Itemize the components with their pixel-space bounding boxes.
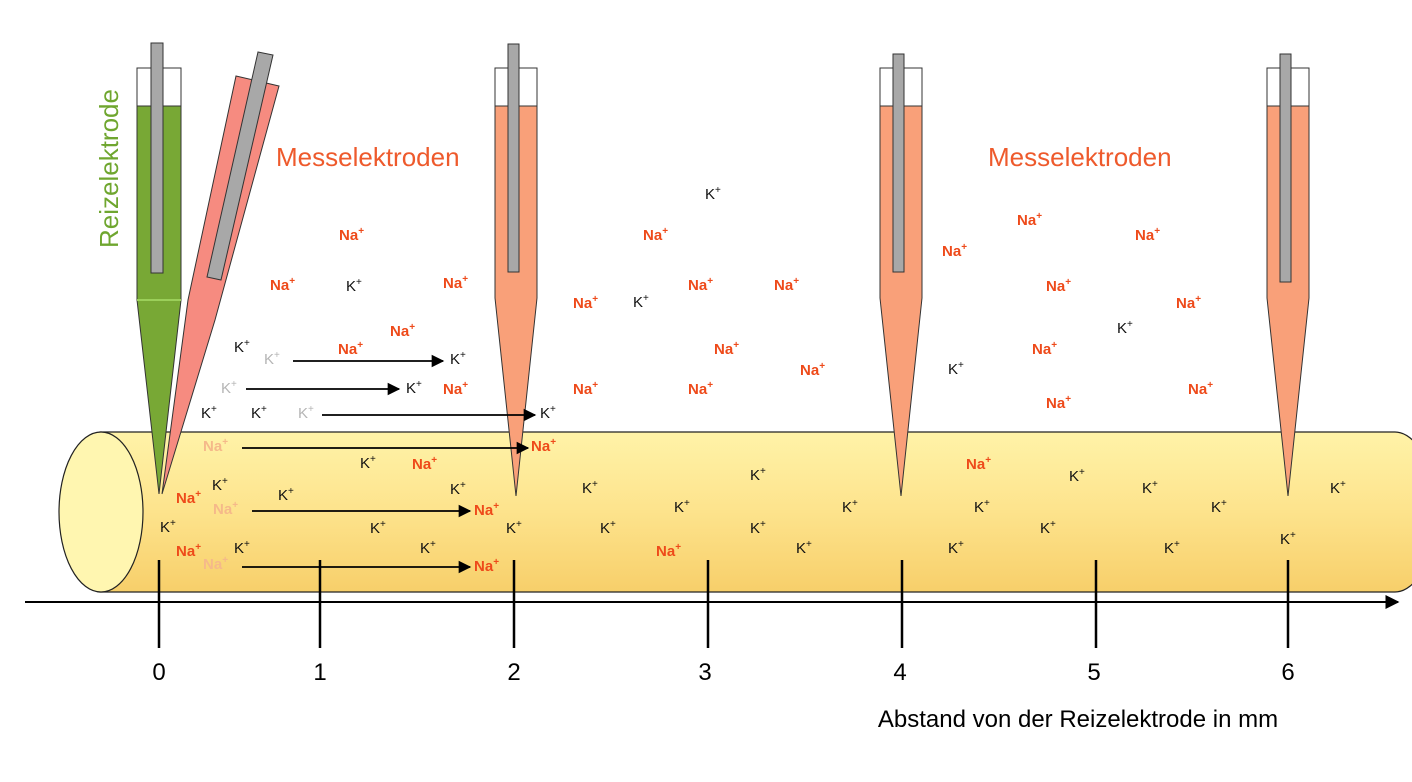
- tick-label-2: 2: [507, 659, 520, 686]
- axis-ticks: [157, 560, 1290, 648]
- k-ion: K+: [600, 519, 616, 537]
- na-ion: Na+: [1032, 340, 1057, 358]
- k-ion-faded: K+: [298, 404, 314, 422]
- tick-label-5: 5: [1087, 659, 1100, 686]
- k-ion: K+: [1117, 319, 1133, 337]
- k-ion: K+: [234, 338, 250, 356]
- na-ion: Na+: [656, 542, 681, 560]
- k-ion: K+: [450, 350, 466, 368]
- tick-label-1: 1: [313, 659, 326, 686]
- na-ion: Na+: [531, 437, 556, 455]
- axon-cut-end: [58, 431, 144, 593]
- na-ion: Na+: [942, 242, 967, 260]
- axis-label: Abstand von der Reizelektrode in mm: [878, 706, 1278, 733]
- na-ion: Na+: [800, 361, 825, 379]
- k-ion: K+: [160, 518, 176, 536]
- k-ion: K+: [1164, 539, 1180, 557]
- na-ion: Na+: [688, 276, 713, 294]
- na-ion: Na+: [1046, 394, 1071, 412]
- k-ion: K+: [506, 519, 522, 537]
- k-ion: K+: [406, 379, 422, 397]
- k-ion: K+: [633, 293, 649, 311]
- na-ion: Na+: [1176, 294, 1201, 312]
- na-ion: Na+: [1188, 380, 1213, 398]
- k-ion: K+: [346, 277, 362, 295]
- na-ion: Na+: [966, 455, 991, 473]
- k-ion: K+: [948, 360, 964, 378]
- k-ion: K+: [842, 498, 858, 516]
- stim-electrode-label: Reizelektrode: [94, 89, 124, 248]
- k-ion: K+: [540, 404, 556, 422]
- k-ion: K+: [251, 404, 267, 422]
- na-ion: Na+: [176, 542, 201, 560]
- k-ion-faded: K+: [221, 379, 237, 397]
- tick-label-0: 0: [152, 659, 165, 686]
- k-ion: K+: [1069, 467, 1085, 485]
- tick-label-4: 4: [893, 659, 906, 686]
- k-ion: K+: [674, 498, 690, 516]
- k-ion: K+: [234, 539, 250, 557]
- k-ion: K+: [796, 539, 812, 557]
- k-ion: K+: [420, 539, 436, 557]
- axon-body: [99, 431, 1412, 593]
- measure-electrode-2: [494, 43, 538, 497]
- current-arrows: [242, 354, 537, 574]
- k-ion: K+: [705, 185, 721, 203]
- na-ion: Na+: [270, 276, 295, 294]
- na-ion: Na+: [390, 322, 415, 340]
- na-ion-faded: Na+: [203, 437, 228, 455]
- k-ion: K+: [948, 539, 964, 557]
- k-ion: K+: [1142, 479, 1158, 497]
- k-ion: K+: [750, 519, 766, 537]
- k-ion: K+: [582, 479, 598, 497]
- k-ion: K+: [212, 476, 228, 494]
- measure-electrodes-label-right: Messelektroden: [988, 142, 1172, 172]
- k-ion-faded: K+: [264, 350, 280, 368]
- measure-electrode-angled: [161, 51, 280, 495]
- tick-label-3: 3: [698, 659, 711, 686]
- na-ion-faded: Na+: [213, 500, 238, 518]
- na-ion: Na+: [573, 380, 598, 398]
- na-ion: Na+: [1017, 211, 1042, 229]
- na-ion: Na+: [474, 557, 499, 575]
- k-ion: K+: [1211, 498, 1227, 516]
- distance-axis: 0 1 2 3 4 5 6 Abstand von der Reizelektr…: [25, 560, 1400, 733]
- na-ion: Na+: [643, 226, 668, 244]
- na-ion: Na+: [774, 276, 799, 294]
- k-ion: K+: [1330, 479, 1346, 497]
- na-ion: Na+: [1135, 226, 1160, 244]
- stim-electrode: [136, 42, 182, 495]
- tick-label-6: 6: [1281, 659, 1294, 686]
- na-ion: Na+: [176, 489, 201, 507]
- na-ion: Na+: [573, 294, 598, 312]
- na-ion: Na+: [714, 340, 739, 358]
- k-ion: K+: [278, 486, 294, 504]
- na-ion: Na+: [412, 455, 437, 473]
- k-ion: K+: [974, 498, 990, 516]
- na-ion: Na+: [443, 380, 468, 398]
- k-ion: K+: [370, 519, 386, 537]
- k-ion: K+: [201, 404, 217, 422]
- na-ion: Na+: [1046, 277, 1071, 295]
- k-ion: K+: [1040, 519, 1056, 537]
- measure-electrodes-label-left: Messelektroden: [276, 142, 460, 172]
- k-ion: K+: [750, 466, 766, 484]
- measure-electrode-4: [879, 53, 923, 497]
- axon: [58, 431, 1412, 593]
- k-ion: K+: [1280, 530, 1296, 548]
- na-ion: Na+: [339, 226, 364, 244]
- measure-electrode-6: [1266, 53, 1310, 497]
- na-ion: Na+: [688, 380, 713, 398]
- na-ion: Na+: [443, 274, 468, 292]
- na-ion-faded: Na+: [203, 555, 228, 573]
- k-ion: K+: [450, 480, 466, 498]
- k-ion: K+: [360, 454, 376, 472]
- na-ion: Na+: [474, 501, 499, 519]
- na-ion: Na+: [338, 340, 363, 358]
